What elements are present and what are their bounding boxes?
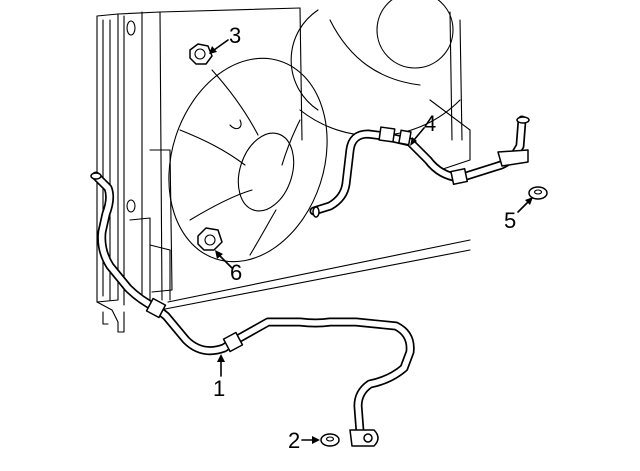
radiator-housing xyxy=(96,7,471,333)
washer-2-icon xyxy=(320,433,340,447)
callout-3-label: 3 xyxy=(229,23,241,48)
cooler-line-upper xyxy=(309,115,530,218)
callout-5-label: 5 xyxy=(504,208,516,233)
upper-fan xyxy=(290,0,461,137)
nut-6-icon xyxy=(197,227,223,251)
callout-2-label: 2 xyxy=(288,428,300,453)
callout-4-label: 4 xyxy=(424,111,436,136)
callout-6-label: 6 xyxy=(230,260,242,285)
cooler-line-lower xyxy=(90,171,415,447)
washer-5-icon xyxy=(528,186,548,200)
nut-3-icon xyxy=(189,43,213,65)
callout-arrows xyxy=(209,39,533,444)
lower-fan xyxy=(168,57,328,263)
callout-labels: 1 2 3 4 5 6 xyxy=(213,23,516,453)
callout-1-label: 1 xyxy=(213,376,225,401)
